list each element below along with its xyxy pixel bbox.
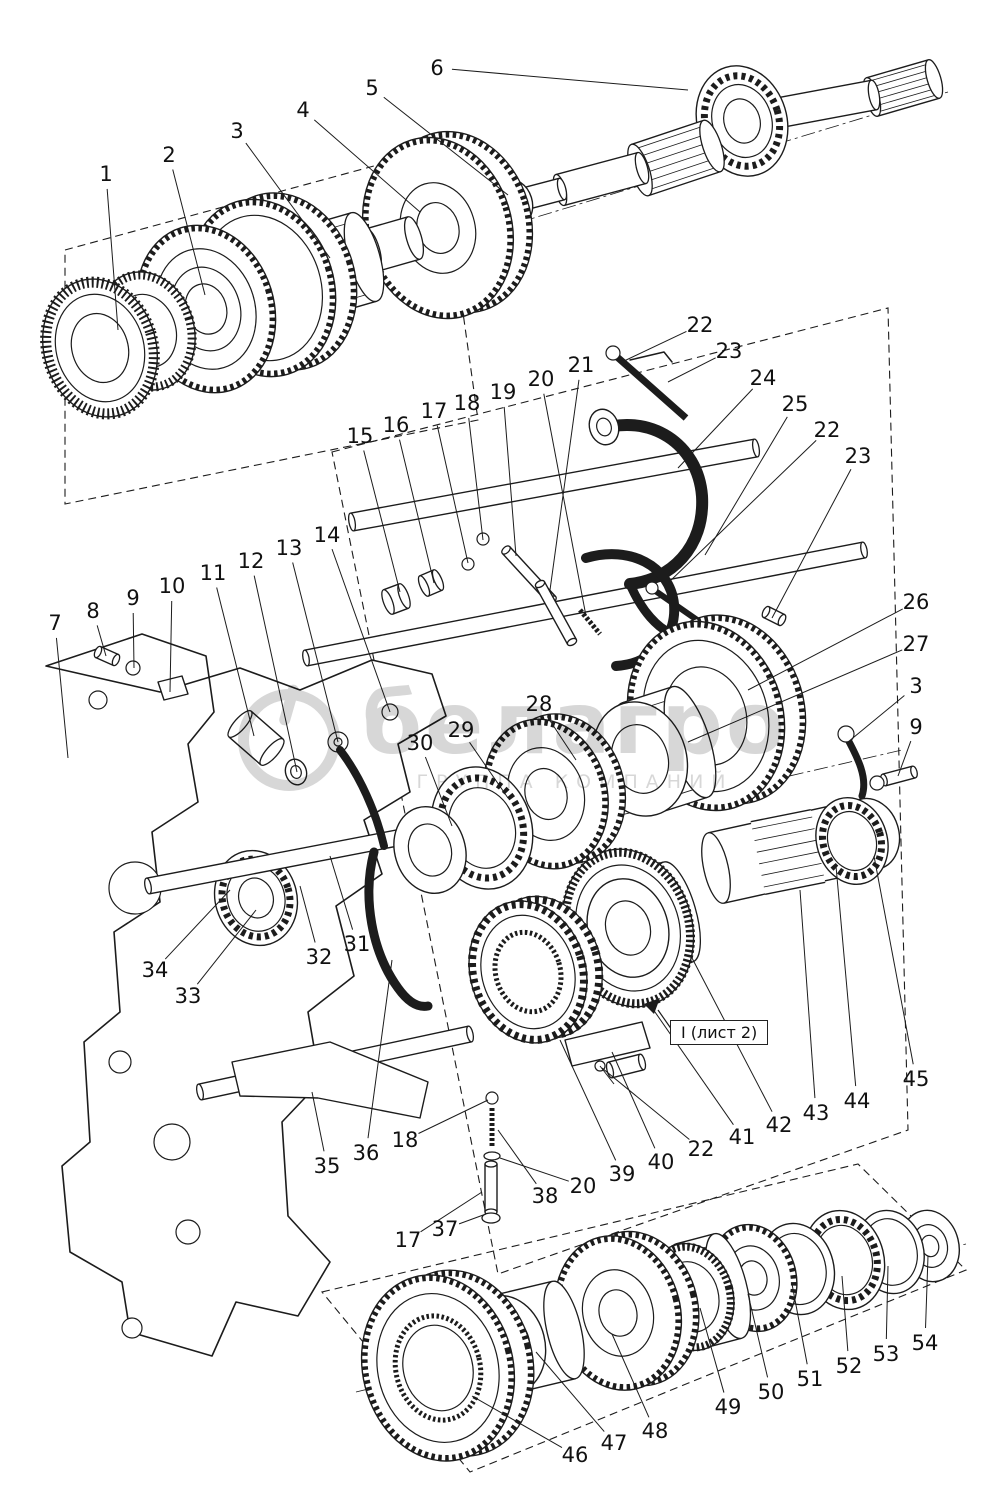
top-shaft-assembly [40,59,944,420]
gearbox-housing [45,633,447,1357]
centre-gear-cluster [393,614,901,1224]
detail-view-label: I (лист 2) [670,1020,769,1045]
bottom-shaft-assembly [360,1209,960,1462]
leader-lines [55,68,929,1448]
shift-rails-and-forks [93,345,918,1119]
